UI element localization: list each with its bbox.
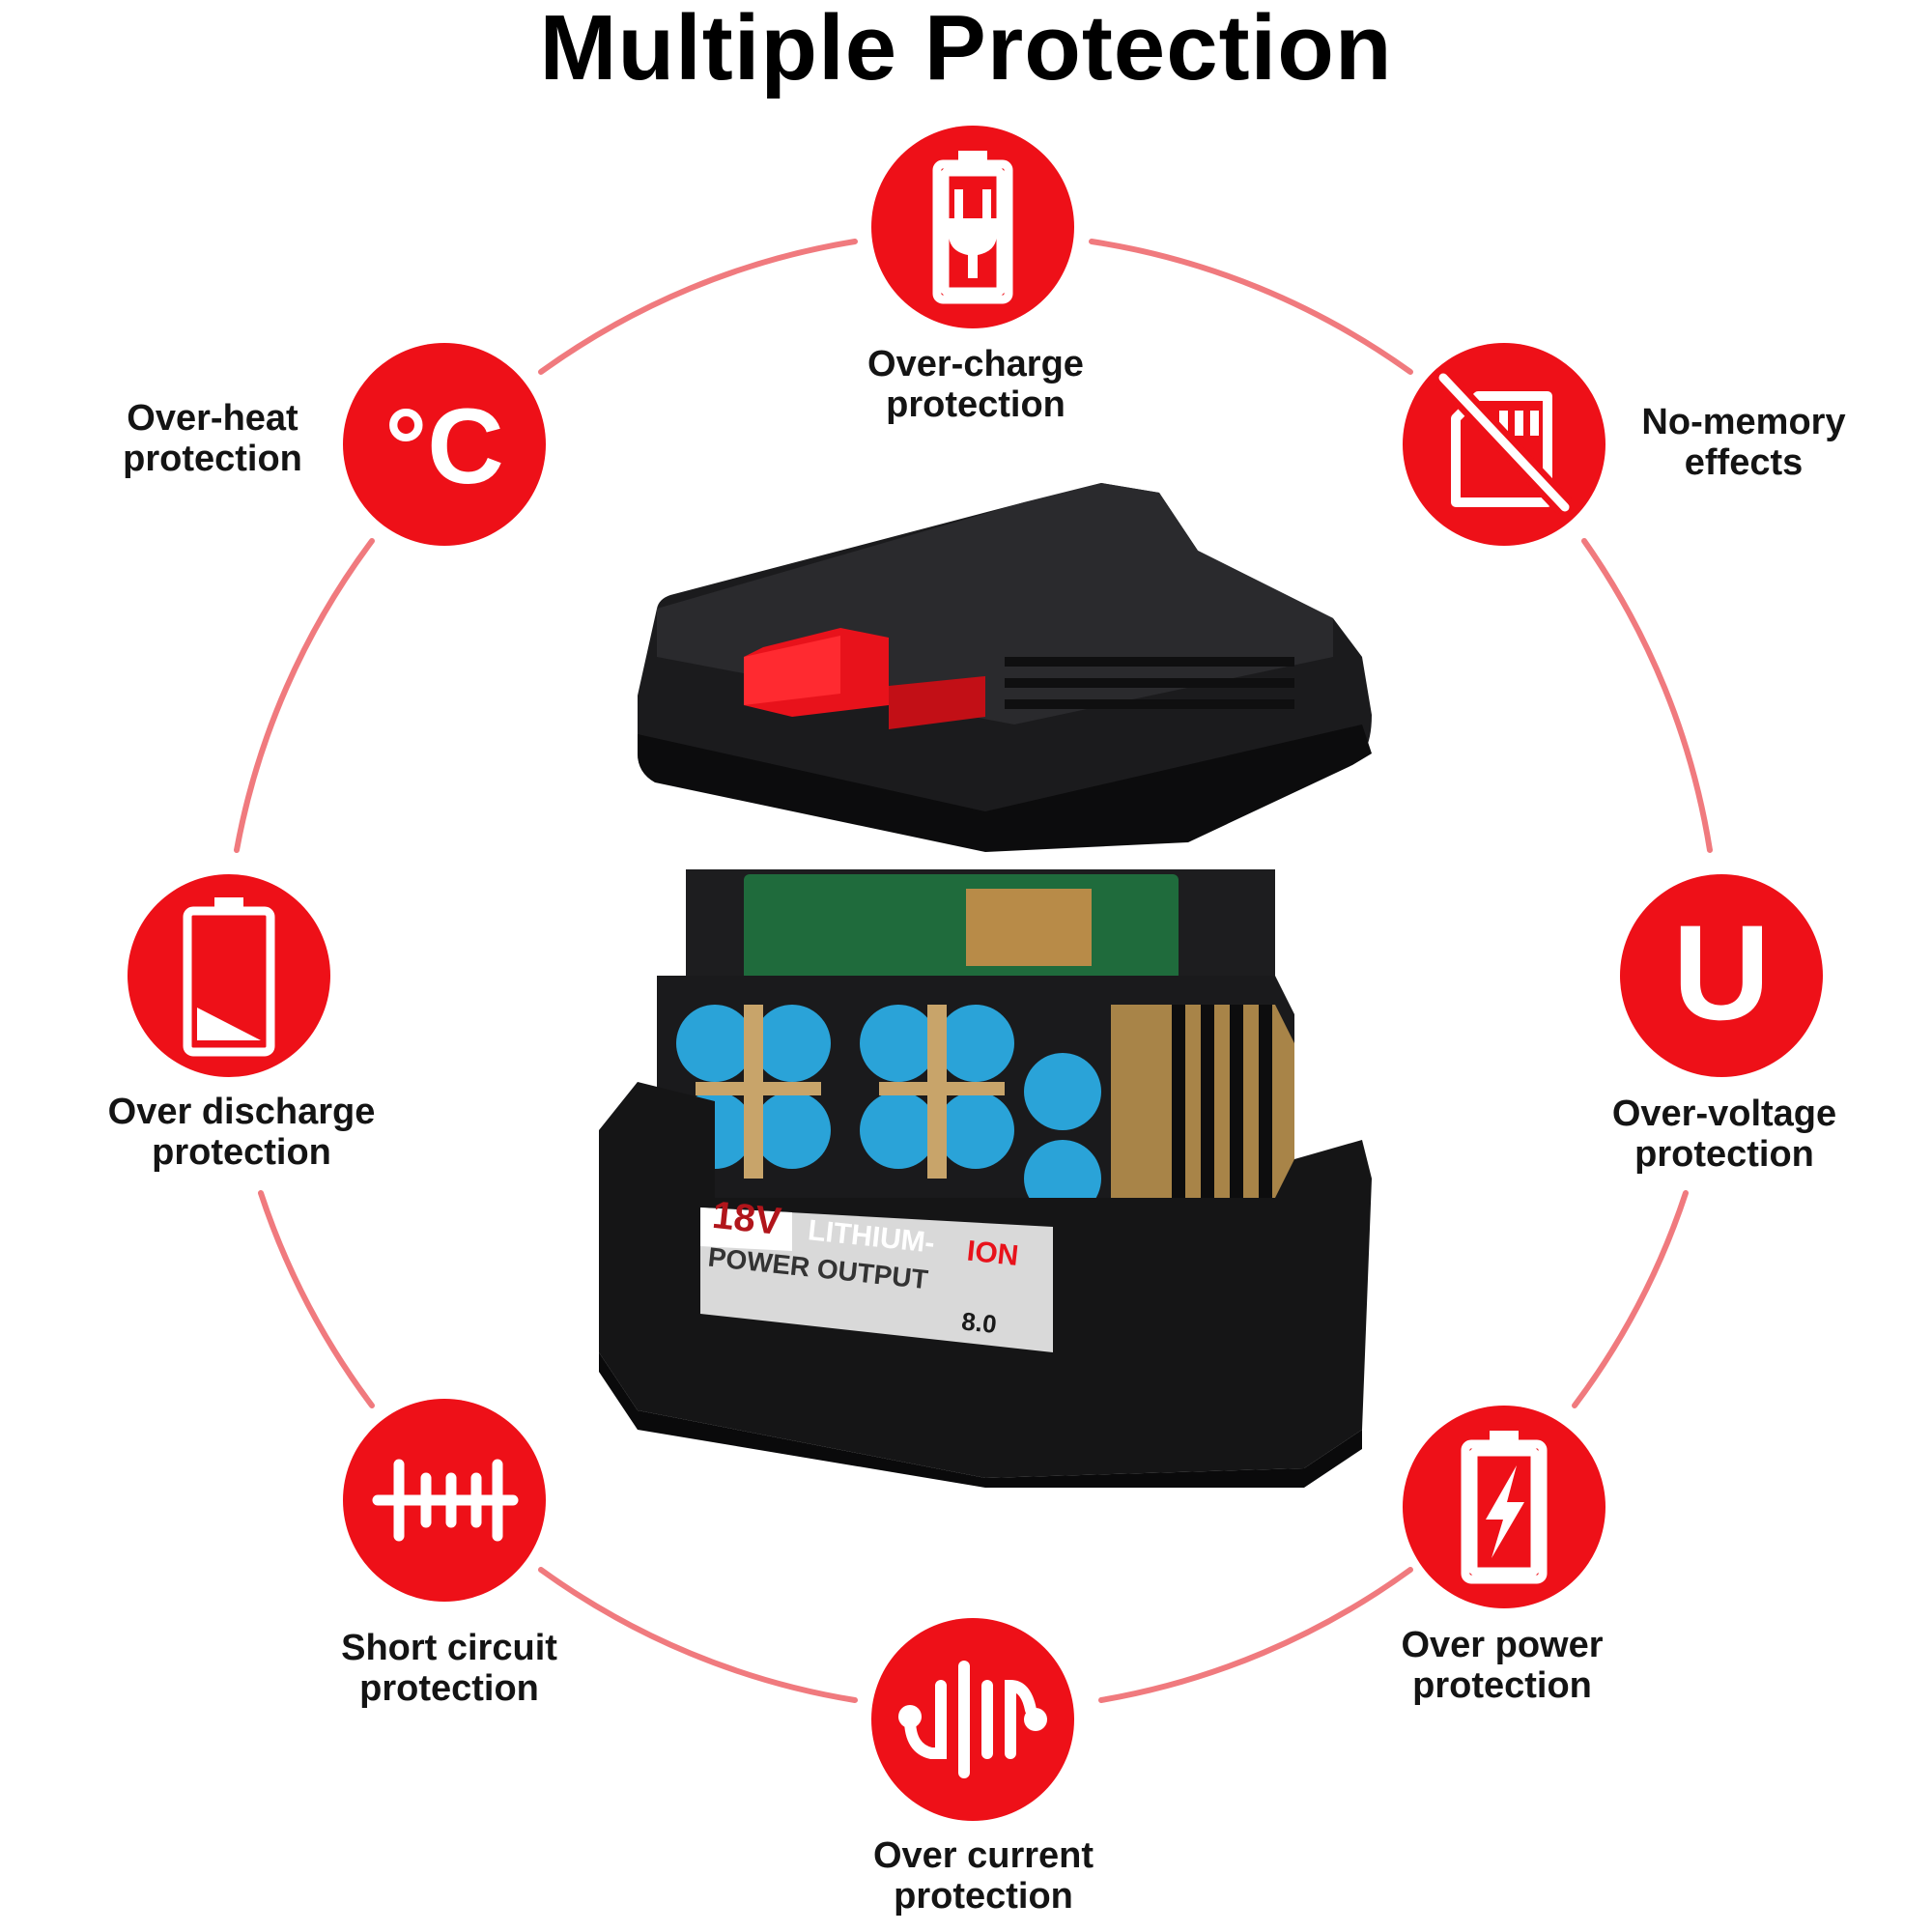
battery-cells [657,869,1294,1217]
ring-arc [538,239,858,375]
svg-text:°C: °C [384,387,503,506]
battery-base [599,1082,1372,1488]
current-wave-icon [898,1661,1047,1778]
feature-over-charge [871,126,1074,328]
ring-arc [1089,239,1413,375]
feature-no-memory [1403,343,1605,546]
voltage-u-icon: U [1672,896,1770,1048]
feature-over-discharge [128,874,330,1077]
ring-arc [1572,1190,1689,1408]
feature-short-circuit [343,1399,546,1602]
battery-low-icon [183,897,275,1057]
svg-text:U: U [1672,896,1770,1048]
battery-plug-icon [932,151,1013,304]
capacity-text: 8.0 [960,1306,998,1339]
feature-over-current [871,1618,1074,1821]
ring-arc [234,538,375,853]
ring-arc [1581,538,1713,853]
short-circuit-icon [372,1459,519,1542]
ring-arc [258,1190,375,1408]
voltage-text: 18V [710,1194,783,1243]
chem-ion-text: ION [965,1236,1020,1272]
ring-arc [1098,1567,1413,1703]
feature-over-power [1403,1406,1605,1608]
ring-arc [538,1567,858,1703]
battery-top-cover [638,483,1372,852]
feature-over-heat: °C [343,343,546,546]
page-title: Multiple Protection [539,0,1393,99]
no-memory-card-icon [1435,370,1574,515]
battery-illustration: 18V LITHIUM- ION POWER OUTPUT 8.0 [599,483,1372,1488]
battery-lightning-icon [1461,1431,1548,1584]
feature-over-voltage: U [1620,874,1823,1077]
celsius-icon: °C [384,387,503,506]
